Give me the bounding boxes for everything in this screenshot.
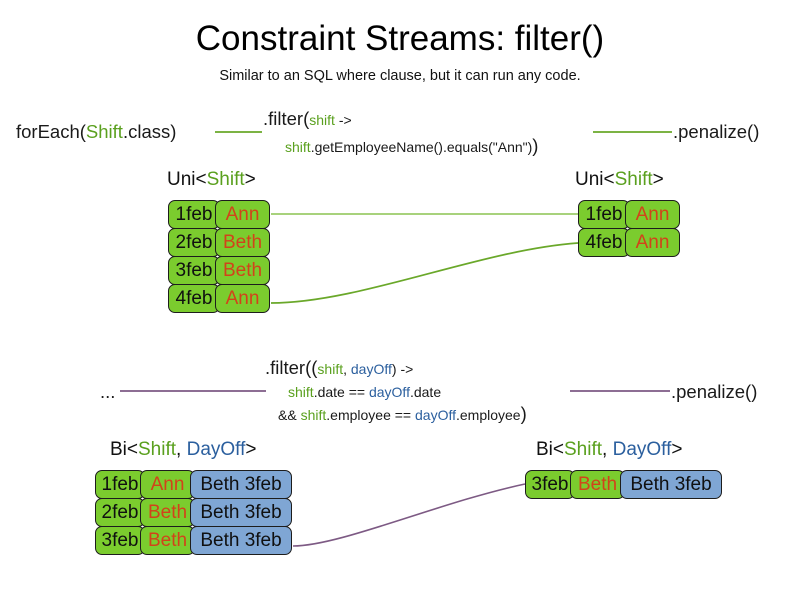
penalize-expression-1: .penalize() (673, 121, 760, 142)
fact-row[interactable]: 4feb Ann (578, 228, 680, 257)
fact-name: Ann (625, 200, 680, 229)
filter-expression-2-line2: shift.date == dayOff.date (288, 383, 441, 401)
fact-date: 3feb (95, 526, 145, 555)
fact-date: 1feb (95, 470, 145, 499)
bi-shift-dayoff-out-label: Bi<Shift, DayOff> (536, 438, 682, 461)
bi-out-type2: DayOff (612, 439, 672, 460)
fact-name: Beth (140, 498, 195, 527)
fact-name: Beth (215, 256, 270, 285)
filter2-l2-shift: shift (288, 384, 314, 400)
bi-shift-dayoff-in-label: Bi<Shift, DayOff> (110, 438, 256, 461)
filter2-l3-end: .employee (456, 407, 521, 423)
filter2-l3-mid: .employee == (326, 407, 415, 423)
uni-out-prefix: Uni< (575, 169, 615, 190)
ellipsis-source: ... (100, 381, 116, 402)
filter-expression-2-line1: .filter((shift, dayOff) -> (265, 357, 413, 380)
filter-expression-1-line2: shift.getEmployeeName().equals("Ann")) (285, 135, 539, 156)
filter2-call: .filter(( (265, 357, 318, 378)
penalize-expression-2: .penalize() (671, 381, 758, 402)
filter2-close-paren: ) (520, 403, 527, 424)
uni-shift-out-label: Uni<Shift> (575, 168, 664, 191)
bi-in-type1: Shift (138, 439, 177, 460)
fact-name: Ann (215, 200, 270, 229)
fact-dayoff: Beth 3feb (190, 498, 292, 527)
fact-row[interactable]: 3feb Beth (168, 256, 270, 285)
filter2-l3-shift: shift (300, 407, 327, 423)
uni-out-suffix: > (652, 169, 664, 190)
bi-out-comma: , (602, 439, 613, 460)
fact-date: 2feb (95, 498, 145, 527)
bi-in-comma: , (176, 439, 187, 460)
fact-name: Ann (625, 228, 680, 257)
uni-shift-out-stack: 1feb Ann 4feb Ann (578, 200, 680, 257)
fact-name: Beth (140, 526, 195, 555)
filter1-arrow: -> (334, 112, 352, 128)
uni-in-suffix: > (244, 169, 256, 190)
filter1-close-paren: ) (532, 135, 539, 156)
page-subtitle: Similar to an SQL where clause, but it c… (219, 68, 581, 84)
uni-out-type: Shift (614, 169, 653, 190)
table-row[interactable]: 1feb Ann Beth 3feb (95, 470, 292, 499)
bi-in-suffix: > (245, 439, 257, 460)
table-row[interactable]: 3feb Beth Beth 3feb (95, 526, 292, 555)
fact-row[interactable]: 1feb Ann (168, 200, 270, 229)
fact-connector-4feb (270, 242, 579, 304)
table-row[interactable]: 2feb Beth Beth 3feb (95, 498, 292, 527)
bi-out-type1: Shift (564, 439, 603, 460)
filter2-l2-dayoff: dayOff (368, 384, 410, 400)
fact-name: Beth (215, 228, 270, 257)
fact-date: 4feb (578, 228, 630, 257)
fact-name: Beth (570, 470, 625, 499)
filter2-arrow: ) -> (391, 361, 414, 377)
fact-row[interactable]: 4feb Ann (168, 284, 270, 313)
fact-dayoff: Beth 3feb (190, 526, 292, 555)
filter2-l2-end: .date (409, 384, 442, 400)
fact-name: Ann (140, 470, 195, 499)
uni-in-type: Shift (206, 169, 245, 190)
foreach-expression: forEach(Shift.class) (16, 121, 176, 143)
fact-row[interactable]: 1feb Ann (578, 200, 680, 229)
foreach-suffix: .class) (122, 121, 177, 142)
bi-out-suffix: > (671, 439, 683, 460)
table-row[interactable]: 3feb Beth Beth 3feb (525, 470, 722, 499)
fact-date: 3feb (168, 256, 220, 285)
fact-row[interactable]: 2feb Beth (168, 228, 270, 257)
filter2-comma: , (343, 361, 351, 377)
uni-shift-in-stack: 1feb Ann 2feb Beth 3feb Beth 4feb Ann (168, 200, 270, 313)
filter2-l3-and: && (278, 407, 301, 423)
uni-in-prefix: Uni< (167, 169, 207, 190)
fact-date: 1feb (168, 200, 220, 229)
fact-connector-3feb-bi (292, 483, 526, 547)
filter2-param-dayoff: dayOff (350, 361, 392, 377)
bi-out-prefix: Bi< (536, 439, 564, 460)
fact-name: Ann (215, 284, 270, 313)
filter2-l3-dayoff: dayOff (415, 407, 456, 423)
bi-in-prefix: Bi< (110, 439, 138, 460)
bi-shift-dayoff-out-stack: 3feb Beth Beth 3feb (525, 470, 722, 499)
fact-dayoff: Beth 3feb (190, 470, 292, 499)
filter1-body: .getEmployeeName().equals("Ann") (310, 139, 533, 155)
filter1-param: shift (309, 112, 335, 128)
filter1-body-param: shift (285, 139, 311, 155)
filter-expression-2-line3: && shift.employee == dayOff.employee) (278, 403, 527, 424)
foreach-type: Shift (85, 121, 123, 142)
fact-date: 1feb (578, 200, 630, 229)
bi-in-type2: DayOff (186, 439, 246, 460)
foreach-prefix: forEach( (16, 121, 86, 142)
fact-date: 2feb (168, 228, 220, 257)
filter-expression-1-line1: .filter(shift -> (263, 108, 352, 131)
uni-shift-in-label: Uni<Shift> (167, 168, 256, 191)
page-title: Constraint Streams: filter() (195, 19, 605, 58)
bi-shift-dayoff-in-stack: 1feb Ann Beth 3feb 2feb Beth Beth 3feb 3… (95, 470, 292, 555)
filter2-l2-mid: .date == (313, 384, 369, 400)
filter1-call: .filter( (263, 108, 310, 129)
fact-date: 3feb (525, 470, 575, 499)
fact-dayoff: Beth 3feb (620, 470, 722, 499)
filter2-param-shift: shift (317, 361, 344, 377)
fact-date: 4feb (168, 284, 220, 313)
